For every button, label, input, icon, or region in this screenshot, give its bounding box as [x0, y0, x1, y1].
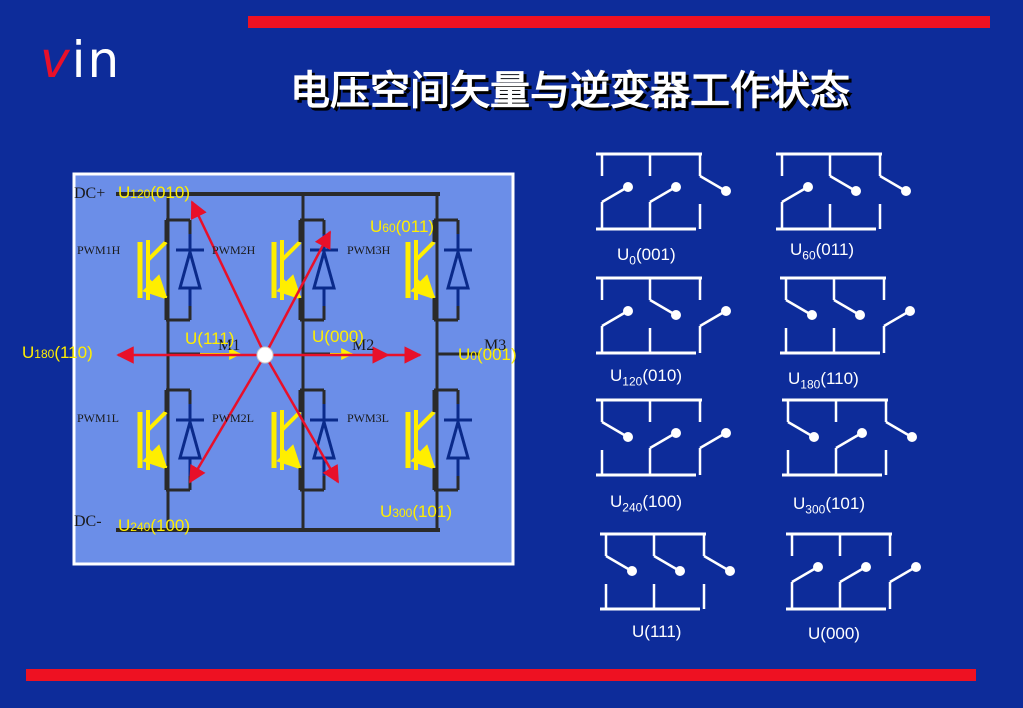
motor-m2-label: M2 — [352, 337, 375, 354]
state-u0 — [596, 152, 733, 231]
pwm2h-label: PWM2H — [212, 243, 256, 257]
state-u180 — [780, 276, 917, 355]
state-label-u300: U300(101) — [793, 494, 865, 517]
state-u60 — [776, 152, 913, 231]
state-label-u111: U(111) — [632, 622, 682, 641]
label-u0: U0(001) — [458, 345, 517, 364]
page-title: 电压空间矢量与逆变器工作状态 — [290, 68, 850, 114]
label-u180: U180(110) — [22, 343, 93, 362]
label-u000: U(000) — [312, 327, 364, 346]
state-label-u240: U240(100) — [610, 492, 682, 515]
state-label-u000: U(000) — [808, 624, 860, 643]
label-u60: U60(011) — [370, 217, 435, 236]
top-red-bar — [248, 16, 990, 28]
pwm1l-label: PWM1L — [77, 411, 119, 425]
state-label-u60: U60(011) — [790, 240, 855, 263]
vector-u300 — [263, 354, 340, 484]
motor-m1-label: M1 — [218, 337, 241, 354]
pwm3h-label: PWM3H — [347, 243, 391, 257]
label-u300: U300(101) — [380, 502, 452, 521]
dc-minus-label: DC- — [74, 513, 102, 530]
motor-m3-label: M3 — [484, 337, 507, 354]
state-label-u120: U120(010) — [610, 366, 682, 389]
pwm1h-label: PWM1H — [77, 243, 121, 257]
circuit-panel — [72, 172, 515, 566]
state-label-u0: U0(001) — [617, 245, 676, 268]
state-u120 — [596, 276, 733, 355]
label-u240: U240(100) — [118, 516, 190, 535]
vector-u60 — [263, 230, 332, 356]
vector-origin — [256, 346, 274, 364]
label-u111: U(111) — [185, 329, 235, 348]
state-u240 — [596, 398, 733, 477]
bottom-red-bar — [26, 669, 976, 681]
pwm3l-label: PWM3L — [347, 411, 389, 425]
state-u300 — [782, 398, 919, 477]
state-u000 — [786, 532, 923, 611]
dc-plus-label: DC+ — [74, 185, 106, 202]
vin-logo: vin — [40, 31, 122, 89]
pwm2l-label: PWM2L — [212, 411, 254, 425]
label-u120: U120(010) — [118, 183, 190, 202]
vector-u240 — [188, 354, 267, 484]
vector-u120 — [190, 200, 267, 356]
state-u111 — [600, 532, 737, 611]
state-label-u180: U180(110) — [788, 369, 859, 392]
